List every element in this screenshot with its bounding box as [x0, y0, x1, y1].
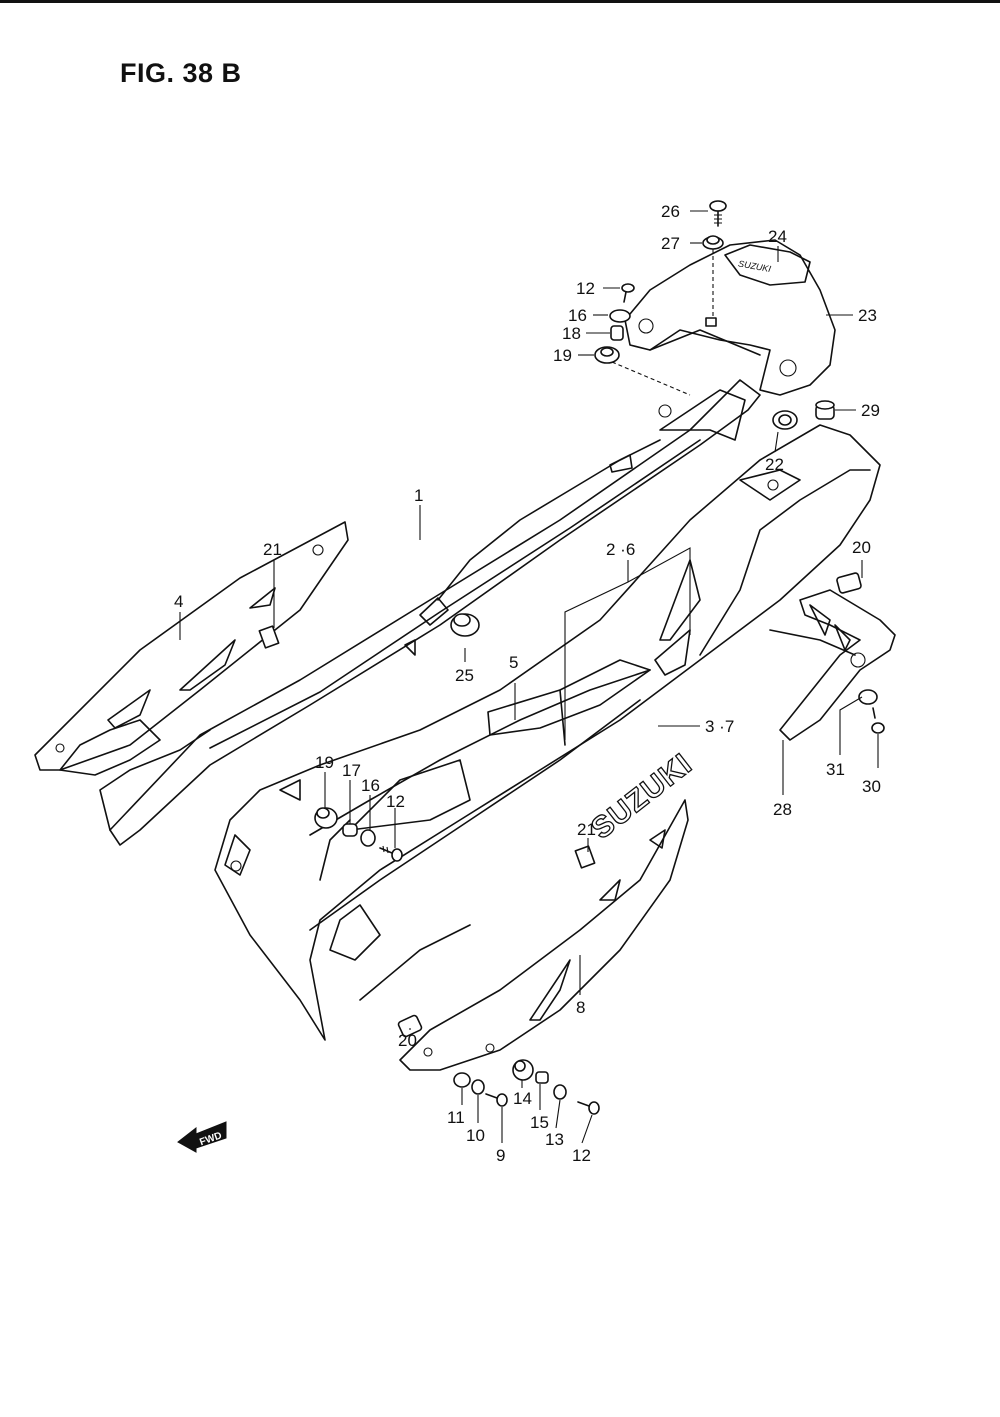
- washer-16-top: [609, 309, 631, 323]
- callout-2-6: 2 ·6: [606, 540, 635, 559]
- callout-19-mid: 19: [315, 753, 334, 772]
- callout-31: 31: [826, 760, 845, 779]
- callout-12-top: 12: [576, 279, 595, 298]
- callout-5: 5: [509, 653, 518, 672]
- washer-16-mid: [360, 829, 376, 847]
- part-28-bracket: [769, 589, 896, 741]
- callout-30: 30: [862, 777, 881, 796]
- callout-20-bottom: 20: [398, 1031, 417, 1050]
- screw-30: [871, 707, 885, 734]
- washer-11: [453, 1072, 471, 1088]
- part-1-frame-rail: [109, 379, 761, 846]
- screw-12-top: [621, 283, 635, 303]
- part-2-6-tail-cowl: [214, 424, 881, 1041]
- washer-13: [553, 1084, 567, 1100]
- washer-27: [702, 235, 724, 250]
- callout-23: 23: [858, 306, 877, 325]
- screw-12-mid: [379, 845, 403, 862]
- callout-21-left: 21: [263, 540, 282, 559]
- collar-18: [610, 325, 624, 341]
- grommet-19-mid: [314, 807, 338, 829]
- callout-10: 10: [466, 1126, 485, 1145]
- callout-labels: 26 27 24 23 12 16 18 19 29 22 1 21 4 2 ·…: [174, 202, 881, 1165]
- callout-11: 11: [447, 1108, 465, 1127]
- cushion-29: [815, 400, 835, 420]
- grommet-14: [512, 1059, 534, 1081]
- callout-24: 24: [768, 227, 787, 246]
- clip-20-bottom: [397, 1014, 423, 1038]
- fwd-arrow-icon: FWD: [177, 1121, 227, 1153]
- nut-21-left: [258, 625, 280, 649]
- hardware: [258, 200, 885, 1115]
- callout-19-top: 19: [553, 346, 572, 365]
- washer-10: [471, 1079, 485, 1095]
- callout-9: 9: [496, 1146, 505, 1165]
- part-23-rear-cowl: SUZUKI: [624, 239, 836, 396]
- callout-1: 1: [414, 486, 423, 505]
- callout-8: 8: [576, 998, 585, 1017]
- screw-26: [709, 200, 727, 227]
- callout-12-mid: 12: [386, 792, 405, 811]
- collar-17: [342, 823, 358, 837]
- figure-title: FIG. 38 B: [120, 58, 242, 88]
- callout-21-right: 21: [577, 820, 596, 839]
- clip-20-top: [836, 572, 862, 594]
- callout-4: 4: [174, 592, 183, 611]
- part-4-side-cover-left: [34, 521, 349, 831]
- callout-3-7: 3 ·7: [705, 717, 734, 736]
- grommet-22: [772, 410, 798, 430]
- callout-16-top: 16: [568, 306, 587, 325]
- callout-16-mid: 16: [361, 776, 380, 795]
- grommet-19-top: [594, 346, 620, 364]
- callout-17: 17: [342, 761, 361, 780]
- callout-18: 18: [562, 324, 581, 343]
- part-5-stripe: [487, 659, 651, 746]
- top-border: [0, 0, 1000, 3]
- callout-13: 13: [545, 1130, 564, 1149]
- grommet-25: [450, 613, 480, 637]
- part-8-side-cover-right: [399, 799, 689, 1071]
- nut-31: [858, 689, 878, 705]
- callout-12-bottom: 12: [572, 1146, 591, 1165]
- callout-29: 29: [861, 401, 880, 420]
- leader-lines: [179, 210, 879, 1144]
- callout-28: 28: [773, 800, 792, 819]
- callout-26: 26: [661, 202, 680, 221]
- callout-14: 14: [513, 1089, 532, 1108]
- callout-20-top: 20: [852, 538, 871, 557]
- nut-21-right: [574, 845, 596, 869]
- callout-25: 25: [455, 666, 474, 685]
- screw-9: [485, 1093, 508, 1107]
- callout-22: 22: [765, 455, 784, 474]
- screw-12-bottom: [577, 1101, 600, 1115]
- callout-27: 27: [661, 234, 680, 253]
- callout-15: 15: [530, 1113, 549, 1132]
- collar-15: [535, 1071, 549, 1084]
